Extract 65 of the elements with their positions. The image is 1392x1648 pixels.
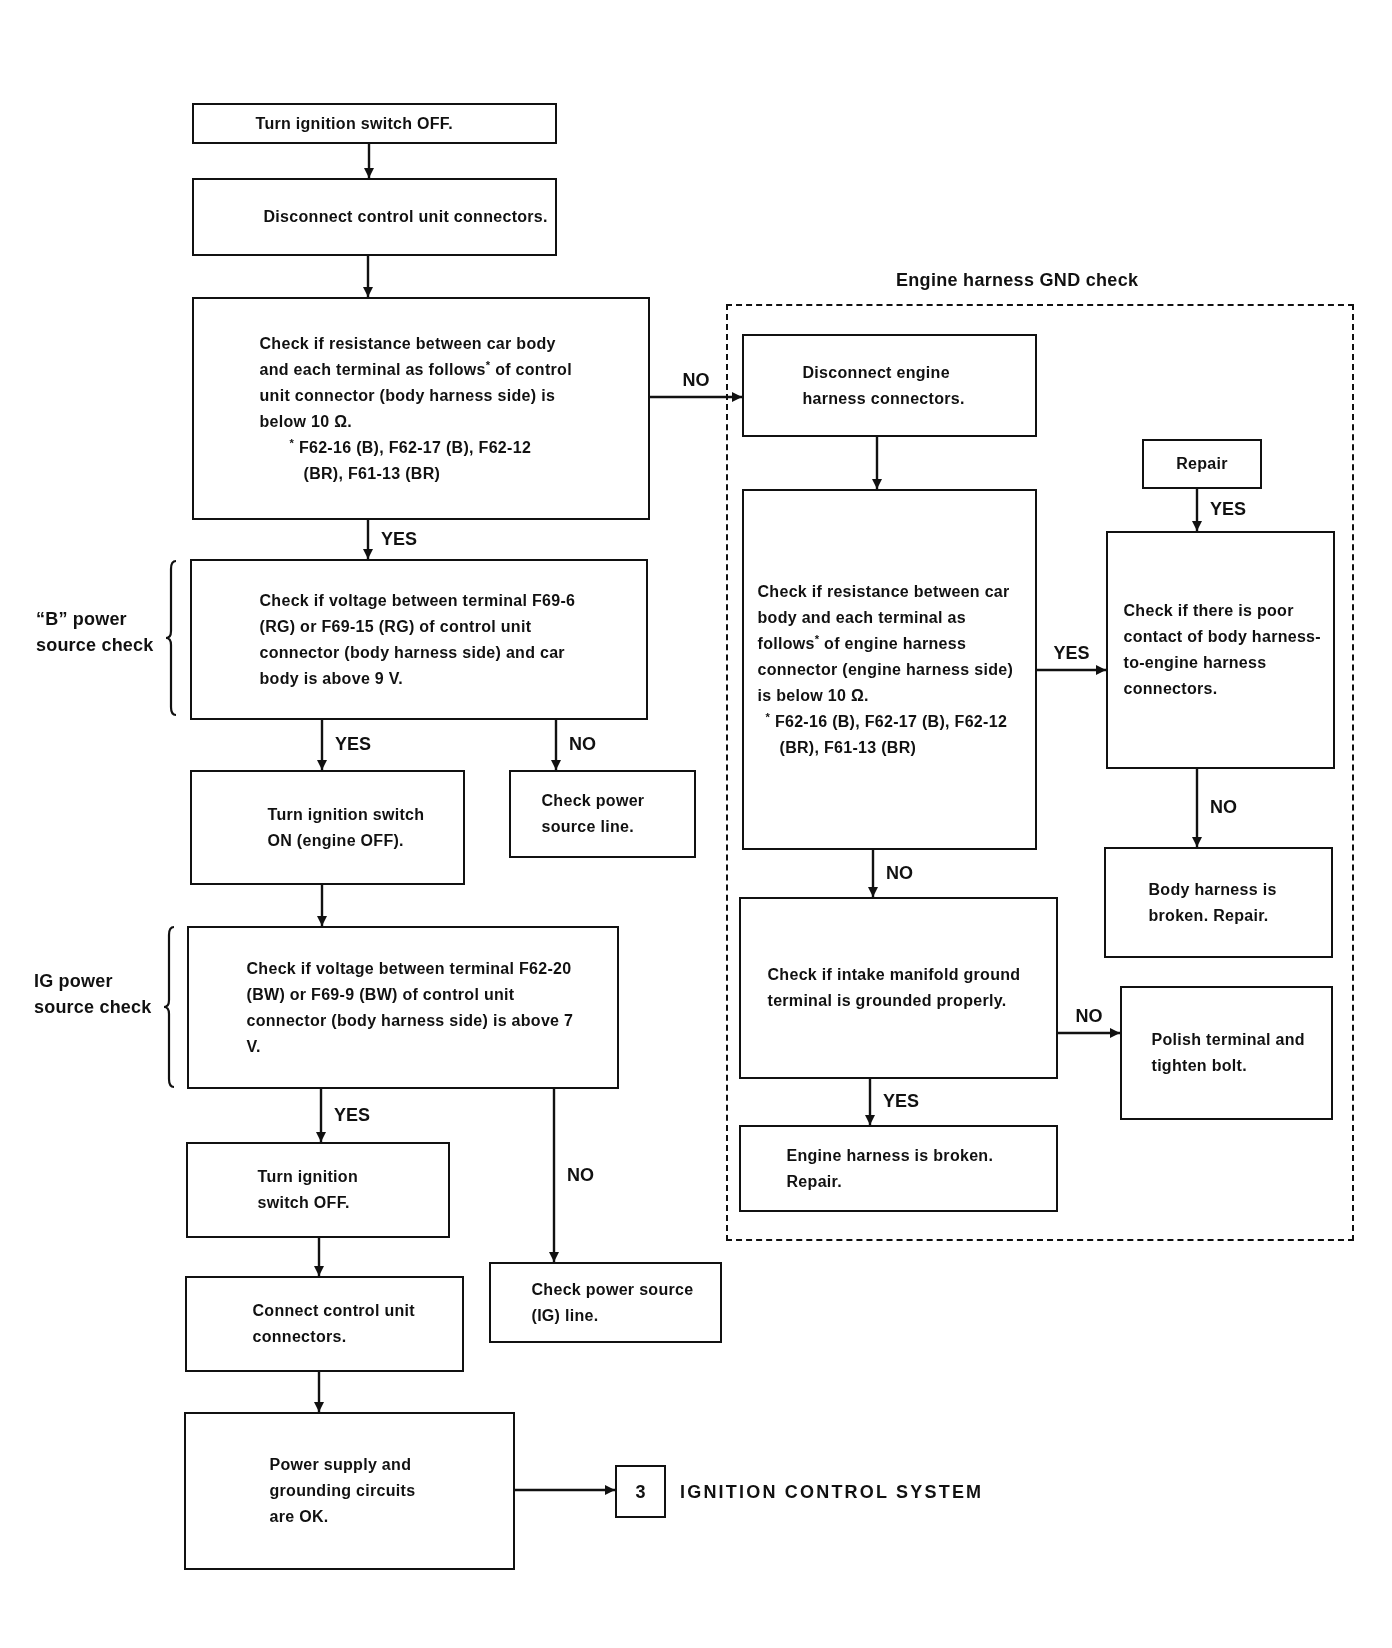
bracket-label: “B” power source check xyxy=(36,608,155,657)
arrow xyxy=(314,1372,324,1412)
step-text: Polish terminal and tighten bolt. xyxy=(1151,1030,1306,1076)
step-text: Check if voltage between terminal F69-6 (RG) or F69-15 (RG) of control unit connector (body harness side) and car body is above 9 V. xyxy=(259,590,577,689)
process-box xyxy=(509,770,696,858)
process-box xyxy=(1120,986,1333,1120)
step-text: Turn ignition switch OFF. xyxy=(257,1167,359,1213)
step-text: Check if there is poor contact of body harness-to-engine harness connectors. xyxy=(1123,601,1322,699)
reference-label: IGNITION CONTROL SYSTEM xyxy=(680,1481,985,1504)
arrow xyxy=(872,437,882,489)
footnote-text: $^{*}$ F62-16 (B), F62-17 (B), F62-12 (BR), F61-13 (BR) xyxy=(765,709,1009,758)
step-text: Connect control unit connectors. xyxy=(252,1301,416,1347)
step-text: Check if intake manifold ground terminal is grounded properly. xyxy=(767,965,1022,1011)
step-text: Check if resistance between car body and each terminal as follows$^{*}$ of control unit connector (body harness side) is below 10 Ω. xyxy=(259,333,573,432)
process-box xyxy=(185,1276,464,1372)
process-box xyxy=(186,1142,450,1238)
arrow xyxy=(865,1079,875,1125)
process-box xyxy=(742,334,1037,437)
arrow xyxy=(364,144,374,178)
process-box xyxy=(489,1262,722,1343)
arrow xyxy=(551,720,561,770)
process-box xyxy=(1104,847,1333,958)
process-box xyxy=(192,103,557,144)
step-text: Turn ignition switch ON (engine OFF). xyxy=(267,804,426,851)
step-text: Check if voltage between terminal F62-20 (BW) or F69-9 (BW) of control unit connector (body harness side) is above 7 V. xyxy=(246,958,575,1057)
arrow xyxy=(549,1089,559,1262)
process-box xyxy=(184,1412,515,1570)
arrow xyxy=(363,520,373,559)
step-text: Check if resistance between car body and each terminal as follows$^{*}$ of engine harness connector (engine harness side) is below 10 Ω. xyxy=(757,581,1015,706)
process-box xyxy=(190,770,465,885)
arrow xyxy=(316,1089,326,1142)
arrow xyxy=(1192,489,1202,531)
arrow xyxy=(317,885,327,926)
arrow xyxy=(1192,769,1202,847)
step-text: Turn ignition switch OFF. xyxy=(255,113,454,134)
group-title: Engine harness GND check xyxy=(896,269,1139,292)
arrow xyxy=(363,256,373,297)
arrow xyxy=(515,1485,615,1495)
process-box xyxy=(190,559,648,720)
arrow xyxy=(317,720,327,770)
process-box xyxy=(192,178,557,256)
arrow xyxy=(1058,1028,1120,1038)
step-text: Body harness is broken. Repair. xyxy=(1148,879,1278,926)
arrow xyxy=(868,850,878,897)
process-box xyxy=(187,926,619,1089)
reference-number: 3 xyxy=(635,1480,646,1503)
step-text: Engine harness is broken. Repair. xyxy=(786,1145,995,1192)
process-box xyxy=(192,297,650,520)
step-text: Repair xyxy=(1176,454,1228,474)
step-text: Power supply and grounding circuits are OK. xyxy=(269,1455,417,1527)
arrow xyxy=(1037,665,1106,675)
step-text: Check power source (IG) line. xyxy=(531,1279,695,1326)
process-box xyxy=(739,1125,1058,1212)
reference-box xyxy=(615,1465,666,1518)
step-text: Disconnect control unit connectors. xyxy=(263,207,549,227)
footnote-text: $^{*}$ F62-16 (B), F62-17 (B), F62-12 (BR), F61-13 (BR) xyxy=(289,435,533,484)
arrow xyxy=(650,392,742,402)
step-text: Check power source line. xyxy=(541,791,646,837)
process-box xyxy=(1142,439,1262,489)
process-box xyxy=(742,489,1037,850)
process-box xyxy=(1106,531,1335,769)
bracket-label: IG power source check xyxy=(34,970,153,1019)
arrow xyxy=(314,1238,324,1276)
step-text: Disconnect engine harness connectors. xyxy=(802,362,966,409)
process-box xyxy=(739,897,1058,1079)
